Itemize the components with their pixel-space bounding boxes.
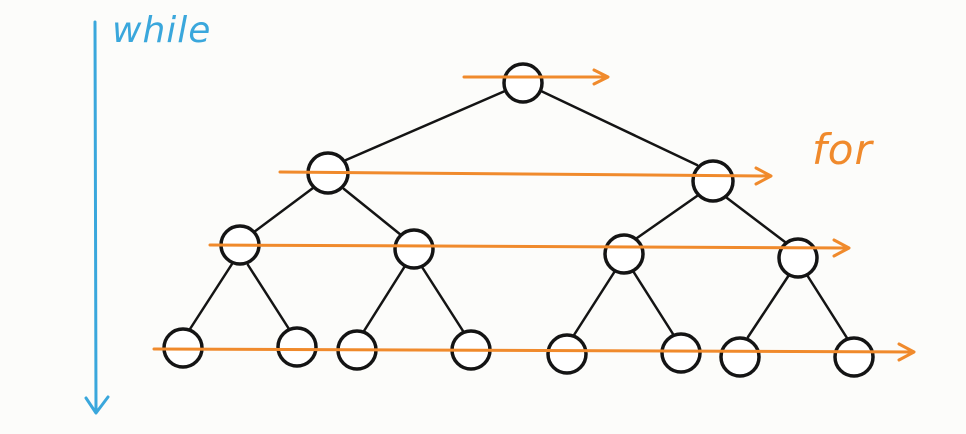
for-label: for — [812, 125, 874, 174]
edge-l1a-l2a — [252, 186, 315, 234]
for-arrow-level-2 — [278, 166, 773, 186]
tree-node-l2-2 — [393, 228, 435, 270]
tree-node-l2-4 — [777, 237, 819, 279]
edge-l2a-l3b — [246, 263, 291, 331]
tree-node-l3-7 — [719, 336, 761, 378]
for-arrow-level-3-shaft — [208, 243, 850, 250]
while-arrow-head — [84, 395, 110, 415]
tree-node-l3-6 — [660, 332, 702, 374]
for-arrow-level-2-shaft — [278, 170, 772, 178]
tree-node-l3-2 — [276, 326, 318, 368]
for-arrow-level-4-shaft — [152, 347, 915, 354]
edge-l2c-l3f — [631, 269, 675, 336]
while-arrow — [84, 20, 110, 415]
tree-node-l3-8 — [833, 336, 875, 378]
for-arrow-level-1-head — [592, 68, 610, 86]
tree-nodes — [162, 62, 875, 378]
while-label: while — [112, 10, 211, 51]
for-arrow-level-4-head — [897, 342, 916, 362]
edge-l1b-l2d — [725, 196, 787, 244]
edge-root-left — [344, 89, 507, 162]
edge-l2d-l3g — [746, 273, 791, 339]
for-arrow-level-2-head — [754, 166, 773, 186]
edge-l2a-l3a — [188, 262, 234, 331]
tree-node-l1-2 — [691, 159, 735, 203]
edge-l2b-l3d — [420, 265, 465, 333]
edge-l2c-l3e — [572, 269, 617, 337]
for-arrows — [152, 68, 916, 362]
edge-l1a-l2b — [342, 187, 403, 237]
edge-l1b-l2c — [635, 194, 699, 240]
tree-edges — [188, 89, 849, 340]
while-arrow-shaft — [93, 20, 98, 414]
edge-root-right — [539, 89, 699, 167]
for-arrow-level-3 — [208, 238, 851, 258]
for-arrow-level-1 — [462, 68, 610, 86]
tree-node-l3-5 — [546, 333, 588, 375]
edge-l2d-l3h — [805, 273, 849, 340]
tree-node-l2-3 — [603, 233, 645, 275]
for-arrow-level-3-head — [832, 238, 851, 258]
for-arrow-level-4 — [152, 342, 916, 362]
tree-node-root — [502, 62, 544, 104]
edge-l2b-l3c — [362, 264, 407, 333]
